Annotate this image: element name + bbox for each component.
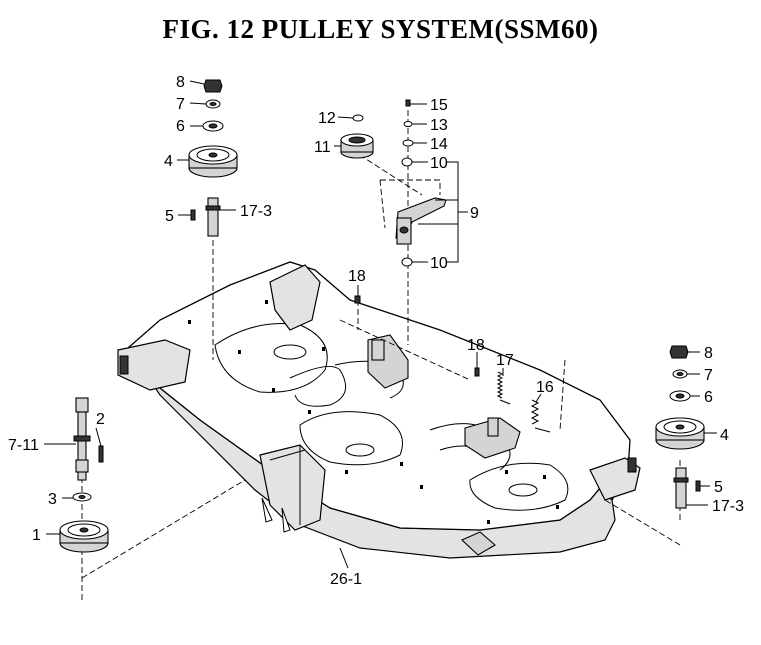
callout-15: 15 [430, 97, 448, 114]
left-pulley-stack [188, 79, 238, 237]
washer-3 [72, 492, 92, 502]
washer-6-left [202, 120, 224, 132]
mower-deck [117, 261, 641, 559]
callout-10-bottom: 10 [430, 255, 448, 272]
callout-7-11: 7-11 [8, 437, 39, 454]
callout-labels: 8 7 6 4 5 17-3 12 11 15 13 14 10 9 10 18… [8, 74, 744, 588]
spring-17 [496, 371, 511, 405]
callout-1: 1 [32, 527, 41, 544]
bolt-18-lower [474, 367, 480, 377]
callout-8-left: 8 [176, 74, 185, 91]
lower-left-pulley-stack [59, 397, 109, 553]
callout-2: 2 [96, 411, 105, 428]
callout-7-right: 7 [704, 367, 713, 384]
callout-11: 11 [314, 139, 331, 156]
callout-17-3-left: 17-3 [240, 203, 272, 220]
spring-16 [530, 399, 551, 433]
callout-4-right: 4 [720, 427, 729, 444]
idler-arm-9 [395, 197, 447, 245]
right-pulley-stack [655, 345, 705, 509]
pulley-4-left [188, 145, 238, 178]
bushing-10-top [401, 157, 413, 167]
callout-9: 9 [470, 205, 479, 222]
callout-4-left: 4 [164, 153, 173, 170]
key-5-right [695, 480, 701, 492]
callout-26-1: 26-1 [330, 571, 362, 588]
callout-5-left: 5 [165, 208, 174, 225]
callout-7-left: 7 [176, 96, 185, 113]
nut-8-right [669, 345, 689, 359]
spindle-17-3-right [673, 467, 689, 509]
callout-6-right: 6 [704, 389, 713, 406]
callout-10-top: 10 [430, 155, 448, 172]
spindle-17-3-left [205, 197, 221, 237]
callout-17-3-right: 17-3 [712, 498, 744, 515]
spring-assembly [354, 295, 551, 433]
callout-18-upper: 18 [348, 268, 366, 285]
callout-3: 3 [48, 491, 57, 508]
bushing-10-bottom [401, 257, 413, 267]
pulley-4-right [655, 417, 705, 450]
key-5-left [190, 209, 196, 221]
spindle-7-11 [73, 397, 91, 481]
key-2 [98, 445, 104, 463]
callout-13: 13 [430, 117, 448, 134]
callout-14: 14 [430, 136, 448, 153]
callout-8-right: 8 [704, 345, 713, 362]
idler-pulley-11 [340, 133, 374, 159]
pin-15 [405, 99, 411, 107]
callout-16: 16 [536, 379, 554, 396]
washer-6-right [669, 390, 691, 402]
nut-8-left [203, 79, 223, 93]
callout-12: 12 [318, 110, 336, 127]
ring-13 [403, 121, 413, 127]
idler-assembly [340, 99, 447, 267]
clip-12 [352, 114, 364, 122]
ring-14 [402, 139, 414, 147]
callout-6-left: 6 [176, 118, 185, 135]
leader-lines [44, 80, 717, 569]
callout-18-lower: 18 [467, 337, 485, 354]
washer-7-right [672, 369, 688, 379]
figure-title: FIG. 12 PULLEY SYSTEM(SSM60) [162, 14, 599, 44]
bolt-18-upper [354, 295, 361, 304]
pulley-1 [59, 520, 109, 553]
callout-17: 17 [496, 352, 514, 369]
callout-5-right: 5 [714, 479, 723, 496]
washer-7-left [205, 99, 221, 109]
